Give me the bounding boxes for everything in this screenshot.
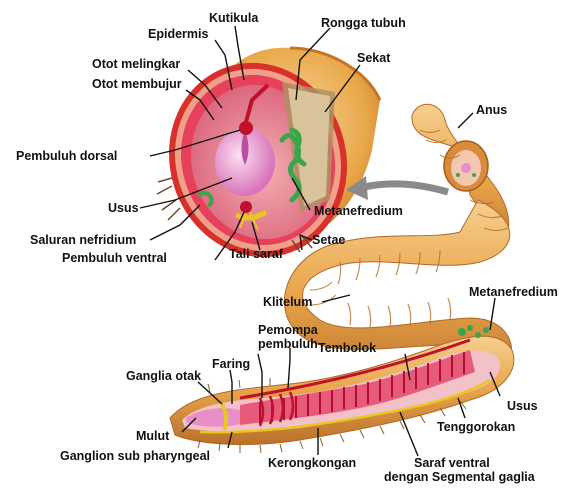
- worm-anus-dot: [456, 173, 460, 177]
- label-pemompa: Pemompa: [258, 323, 319, 337]
- worm-anus-dot: [472, 173, 476, 177]
- label-metanefredium-bottom: Metanefredium: [469, 285, 558, 299]
- label-kutikula: Kutikula: [209, 11, 259, 25]
- label-rongga-tubuh: Rongga tubuh: [321, 16, 406, 30]
- label-tembolok: Tembolok: [318, 341, 376, 355]
- label-pembuluh-ventral: Pembuluh ventral: [62, 251, 167, 265]
- label-tali-saraf: Tali saraf: [229, 247, 284, 261]
- label-ganglia-otak: Ganglia otak: [126, 369, 201, 383]
- label-saluran-nefridium: Saluran nefridium: [30, 233, 136, 247]
- label-pembuluh: pembuluh: [258, 337, 318, 351]
- label-pembuluh-dorsal: Pembuluh dorsal: [16, 149, 117, 163]
- label-epidermis: Epidermis: [148, 27, 208, 41]
- label-mulut: Mulut: [136, 429, 170, 443]
- label-faring: Faring: [212, 357, 250, 371]
- label-usus-top: Usus: [108, 201, 139, 215]
- label-usus-bottom: Usus: [507, 399, 538, 413]
- label-kerongkongan: Kerongkongan: [268, 456, 356, 470]
- label-otot-membujur: Otot membujur: [92, 77, 182, 91]
- label-tenggorokan: Tenggorokan: [437, 420, 515, 434]
- direction-arrow: [346, 176, 448, 200]
- label-otot-melingkar: Otot melingkar: [92, 57, 180, 71]
- label-klitelum: Klitelum: [263, 295, 312, 309]
- label-sekat: Sekat: [357, 51, 391, 65]
- label-setae: Setae: [312, 233, 345, 247]
- label-segmental-gaglia: dengan Segmental gaglia: [384, 470, 536, 484]
- label-anus: Anus: [476, 103, 507, 117]
- cross-section-ventral-vessel: [240, 201, 252, 213]
- label-metanefredium-top: Metanefredium: [314, 204, 403, 218]
- worm-anus-hole: [461, 163, 471, 173]
- cross-section-dorsal-vessel: [239, 121, 253, 135]
- label-ganglion-sub: Ganglion sub pharyngeal: [60, 449, 210, 463]
- label-saraf-ventral: Saraf ventral: [414, 456, 490, 470]
